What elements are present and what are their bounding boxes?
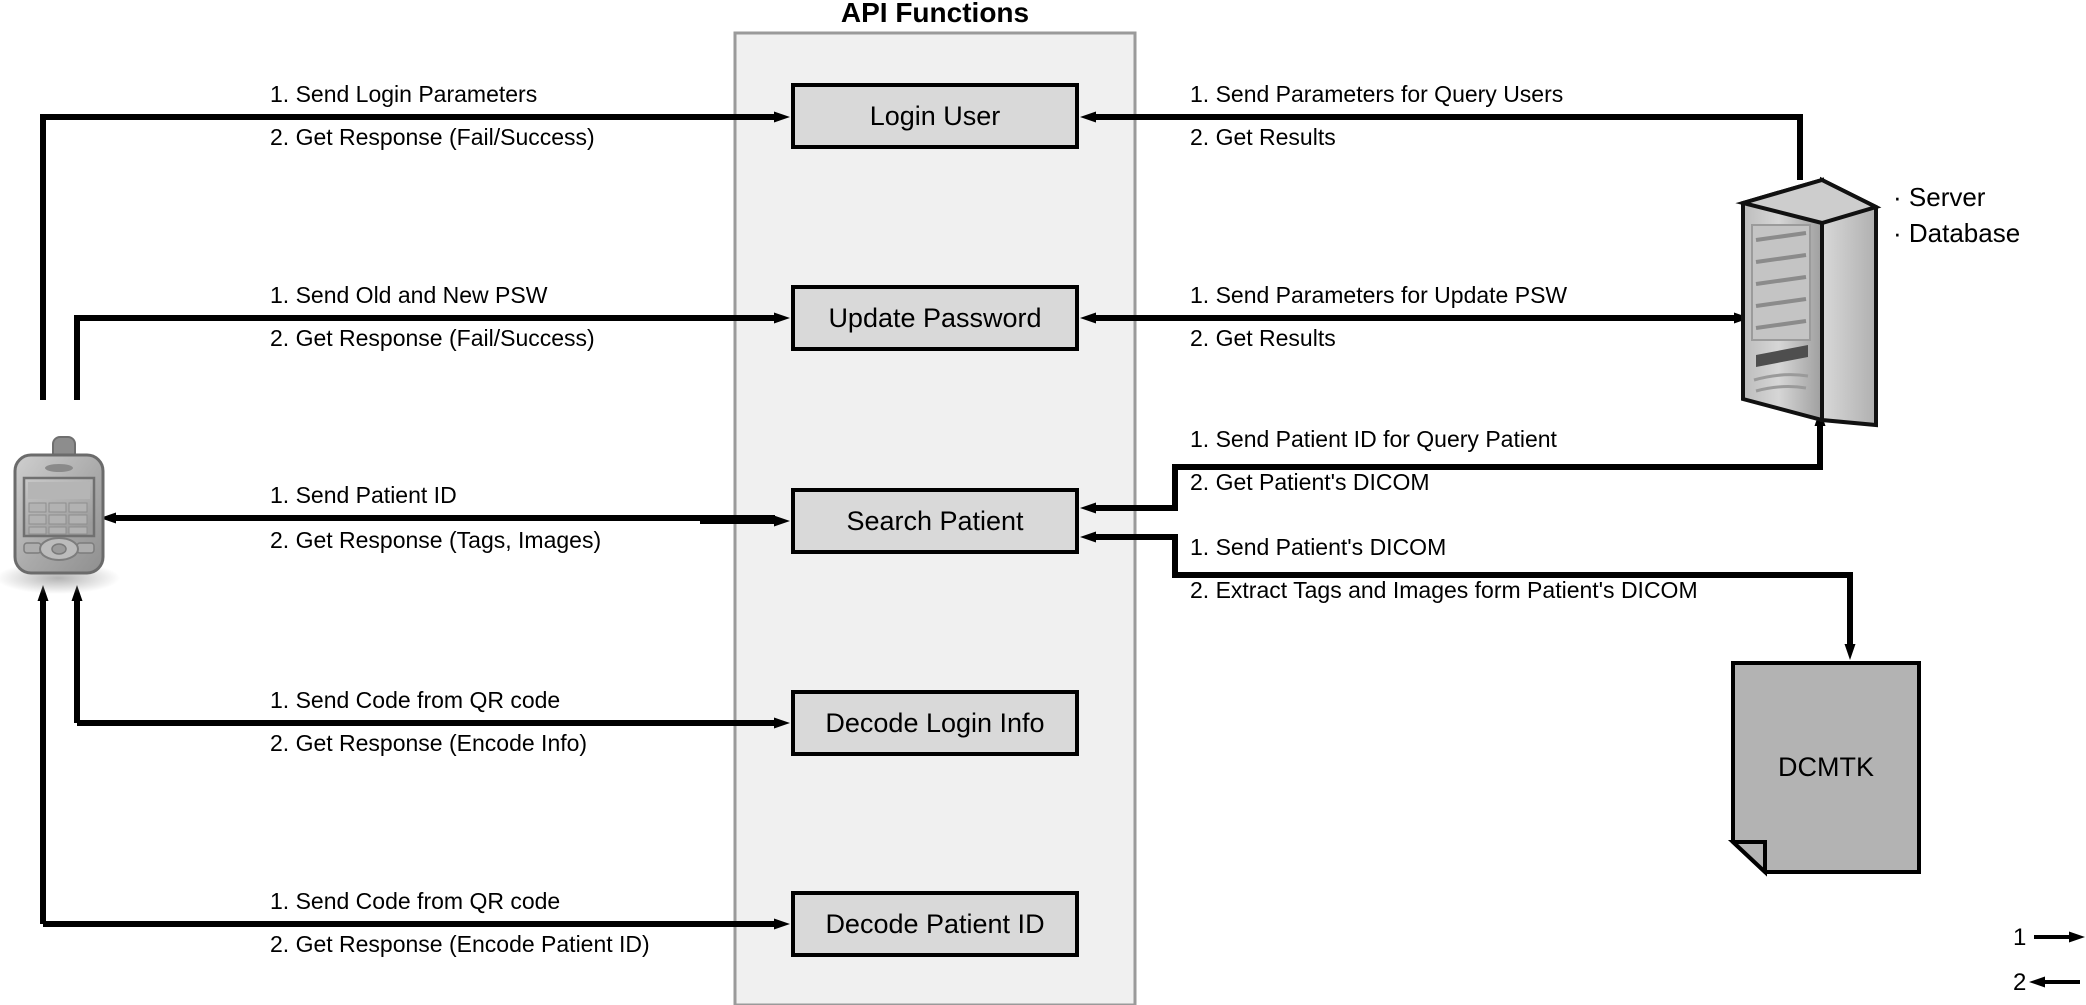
server-icon <box>1735 176 1882 428</box>
left-flow-3-step2: 2. Get Response (Tags, Images) <box>270 527 601 553</box>
dcmtk-document <box>1727 661 1921 877</box>
api-box-update-password[interactable] <box>791 285 1079 351</box>
flow-line-update-psw-request <box>74 312 790 400</box>
left-flow-5-step1: 1. Send Code from QR code <box>270 888 560 914</box>
api-box-decode-patient-id-label: Decode Patient ID <box>825 909 1044 939</box>
flow-line-login-request <box>40 111 790 400</box>
api-box-search-patient-label: Search Patient <box>846 506 1024 536</box>
server-bullet-2: · Database <box>1893 218 2020 248</box>
left-flow-2-step2: 2. Get Response (Fail/Success) <box>270 325 595 351</box>
api-box-decode-patient-id[interactable] <box>791 891 1079 957</box>
left-flow-3-step1: 1. Send Patient ID <box>270 482 457 508</box>
right-flow-1-step2: 2. Get Results <box>1190 124 1336 150</box>
right-flow-3-step2: 2. Get Patient's DICOM <box>1190 469 1430 495</box>
right-flow-4-step2: 2. Extract Tags and Images form Patient'… <box>1190 577 1698 603</box>
api-box-decode-login-info-label: Decode Login Info <box>825 708 1044 738</box>
panel-title: API Functions <box>841 0 1029 28</box>
dcmtk-label: DCMTK <box>1778 752 1874 782</box>
api-box-search-patient[interactable] <box>791 488 1079 554</box>
right-flow-2-step1: 1. Send Parameters for Update PSW <box>1190 282 1567 308</box>
legend-num-1: 1 <box>2013 924 2026 951</box>
legend-num-2: 2 <box>2013 969 2026 996</box>
api-box-login-user[interactable] <box>791 83 1079 149</box>
flow-line-to-server-patient <box>1760 410 1826 470</box>
flow-line-query-users <box>1080 111 1803 180</box>
server-bullet-1: · Server <box>1893 182 1986 212</box>
left-flow-4-step1: 1. Send Code from QR code <box>270 687 560 713</box>
right-flow-2-step2: 2. Get Results <box>1190 325 1336 351</box>
api-box-decode-login-info[interactable] <box>791 690 1079 756</box>
api-box-update-password-label: Update Password <box>828 303 1041 333</box>
right-flow-3-step1: 1. Send Patient ID for Query Patient <box>1190 426 1558 452</box>
left-flow-1-step1: 1. Send Login Parameters <box>270 81 537 107</box>
flow-line-to-dcmtk <box>1790 572 1856 660</box>
flow-line-send-dicom <box>1080 531 1850 578</box>
left-flow-5-step2: 2. Get Response (Encode Patient ID) <box>270 931 650 957</box>
mobile-device-icon <box>0 436 120 594</box>
right-flow-1-step1: 1. Send Parameters for Query Users <box>1190 81 1563 107</box>
right-flow-4-step1: 1. Send Patient's DICOM <box>1190 534 1446 560</box>
left-flow-2-step1: 1. Send Old and New PSW <box>270 282 548 308</box>
api-box-login-user-label: Login User <box>870 101 1001 131</box>
left-flow-4-step2: 2. Get Response (Encode Info) <box>270 730 587 756</box>
left-flow-1-step2: 2. Get Response (Fail/Success) <box>270 124 595 150</box>
